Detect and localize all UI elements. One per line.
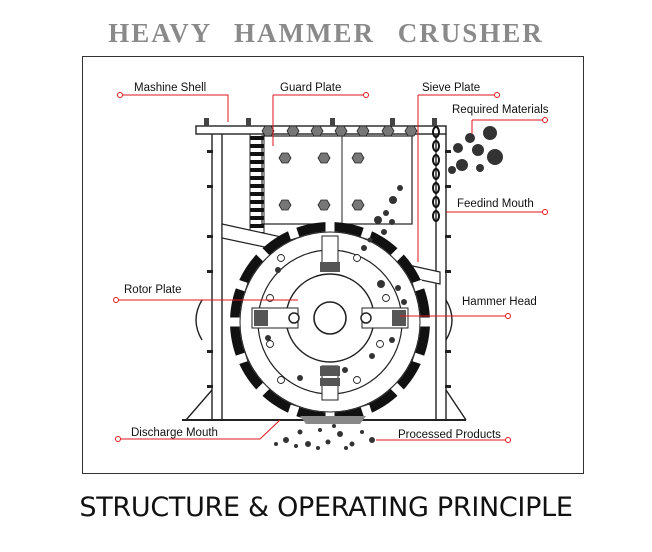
guard-plate: [261, 125, 418, 225]
label-processed-products: Processed Products: [398, 429, 501, 441]
label-guard-plate: Guard Plate: [280, 82, 341, 94]
label-required-materials: Required Materials: [452, 104, 549, 116]
label-sieve-plate: Sieve Plate: [422, 82, 480, 94]
label-machine-shell: Mashine Shell: [134, 82, 206, 94]
shell-bolts: [207, 150, 451, 388]
top-bolts: [204, 118, 437, 126]
chain-curtain: [432, 126, 440, 222]
label-discharge-mouth: Discharge Mouth: [131, 427, 218, 439]
diagram-frame: [82, 56, 584, 474]
label-rotor-plate: Rotor Plate: [124, 284, 182, 296]
material-particles: [265, 126, 503, 381]
diagram-footer: STRUCTURE & OPERATING PRINCIPLE: [79, 492, 573, 523]
callout-dots: [113, 92, 548, 443]
processed-products: [274, 416, 375, 450]
hammer-heads: [251, 307, 409, 329]
label-hammer-head: Hammer Head: [462, 296, 537, 308]
label-feeding-mouth: Feedind Mouth: [457, 198, 534, 210]
callout-lines: [116, 94, 545, 441]
diagram-title: HEAVY HAMMER CRUSHER: [108, 18, 544, 48]
left-liner: [249, 133, 265, 245]
